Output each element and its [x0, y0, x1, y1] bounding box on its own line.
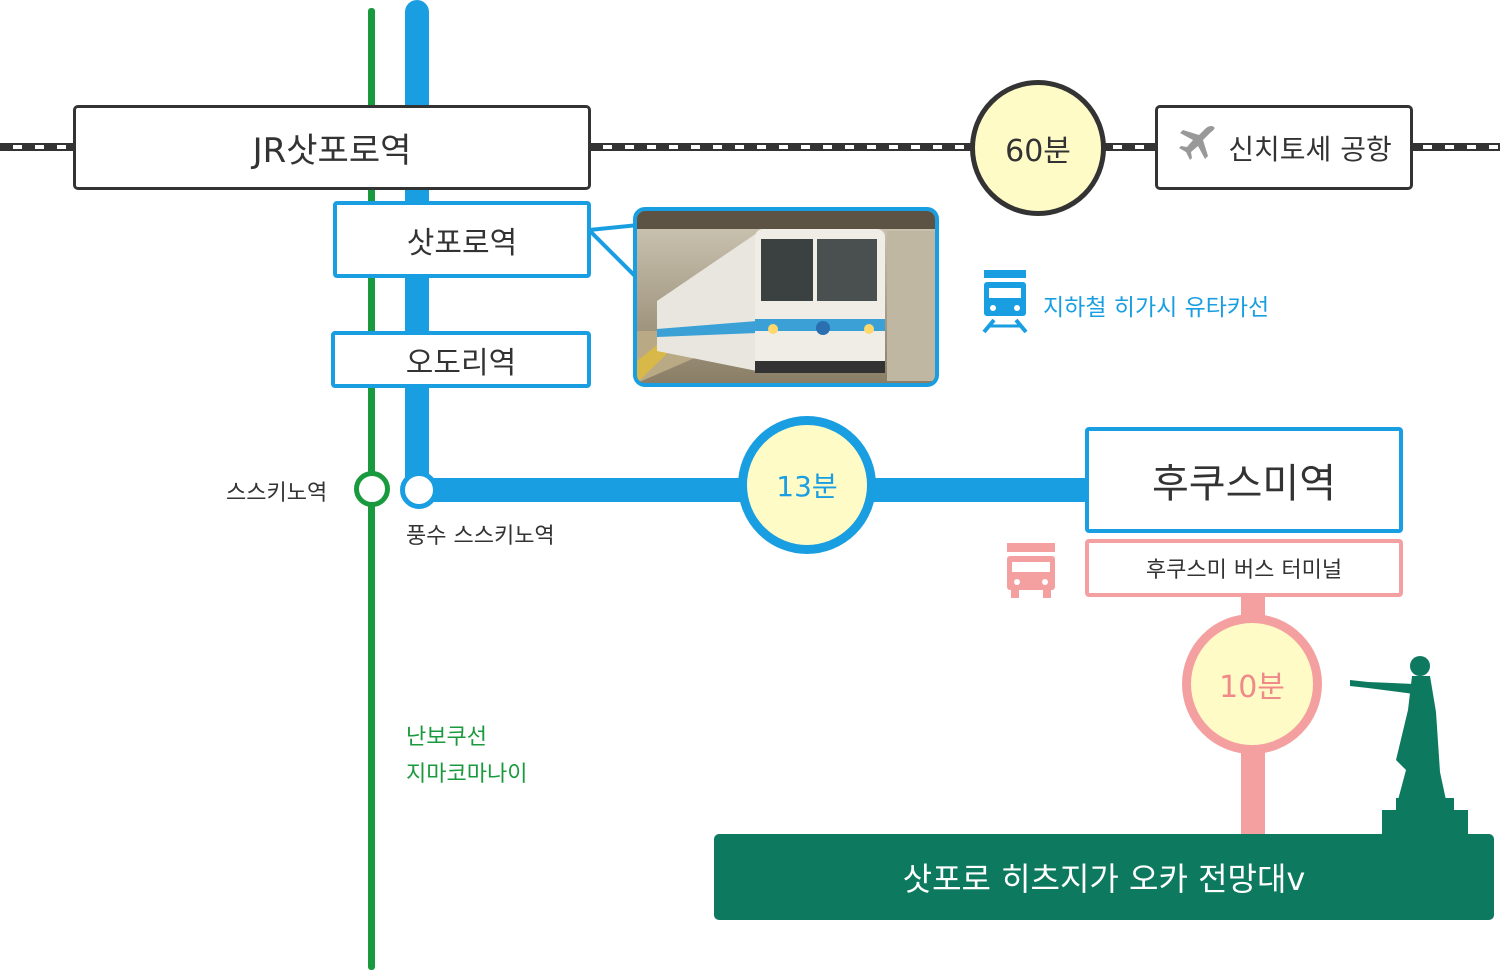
jr-sapporo-label: JR삿포로역 — [252, 131, 412, 171]
jr-rail-far-right — [1410, 143, 1500, 151]
nanboku-line-name: 난보쿠선 — [406, 725, 487, 750]
jr-sapporo-station[interactable]: JR삿포로역 — [73, 105, 591, 190]
fukuzumi-label: 후쿠스미역 — [1152, 461, 1336, 507]
bus-terminal-label: 후쿠스미 버스 터미널 — [1145, 558, 1343, 583]
airport-time-circle: 60분 — [970, 80, 1106, 216]
hitsujigaoka-observatory[interactable]: 삿포로 히츠지가 오카 전망대v — [714, 834, 1494, 920]
nanboku-line-destination: 지마코마나이 — [406, 762, 528, 787]
odori-label: 오도리역 — [405, 345, 517, 381]
airport-time: 60분 — [1005, 134, 1071, 169]
bus-time-circle: 10분 — [1182, 614, 1322, 754]
fukuzumi-bus-terminal[interactable]: 후쿠스미 버스 터미널 — [1085, 539, 1403, 597]
hosui-susukino-label: 풍수 스스키노역 — [406, 524, 555, 549]
bus-time: 10분 — [1219, 670, 1285, 705]
odori-station[interactable]: 오도리역 — [331, 331, 591, 388]
subway-train-photo — [633, 207, 939, 387]
susukino-label: 스스키노역 — [226, 481, 328, 506]
destination-label: 삿포로 히츠지가 오카 전망대v — [902, 860, 1306, 898]
nanboku-line-label: 난보쿠선 지마코마나이 — [406, 719, 527, 793]
train-icon — [982, 268, 1028, 338]
hosui-susukino-station-dot[interactable] — [400, 471, 438, 509]
fukuzumi-station[interactable]: 후쿠스미역 — [1085, 427, 1403, 533]
subway-time: 13분 — [776, 470, 838, 503]
airplane-icon — [1176, 123, 1218, 172]
jr-rail-left — [0, 143, 75, 151]
subway-sapporo-station[interactable]: 삿포로역 — [333, 201, 591, 278]
subway-sapporo-label: 삿포로역 — [406, 225, 518, 261]
new-chitose-airport[interactable]: 신치토세 공항 — [1155, 105, 1413, 190]
airport-label: 신치토세 공항 — [1228, 132, 1392, 166]
jr-rail-mid — [590, 143, 975, 151]
jr-rail-right — [1100, 143, 1158, 151]
bus-icon — [1005, 541, 1057, 605]
toho-line-label: 지하철 히가시 유타카선 — [1043, 295, 1270, 321]
clark-statue-icon — [1348, 652, 1473, 841]
susukino-station-dot[interactable] — [354, 471, 390, 507]
subway-time-circle: 13분 — [738, 416, 876, 554]
